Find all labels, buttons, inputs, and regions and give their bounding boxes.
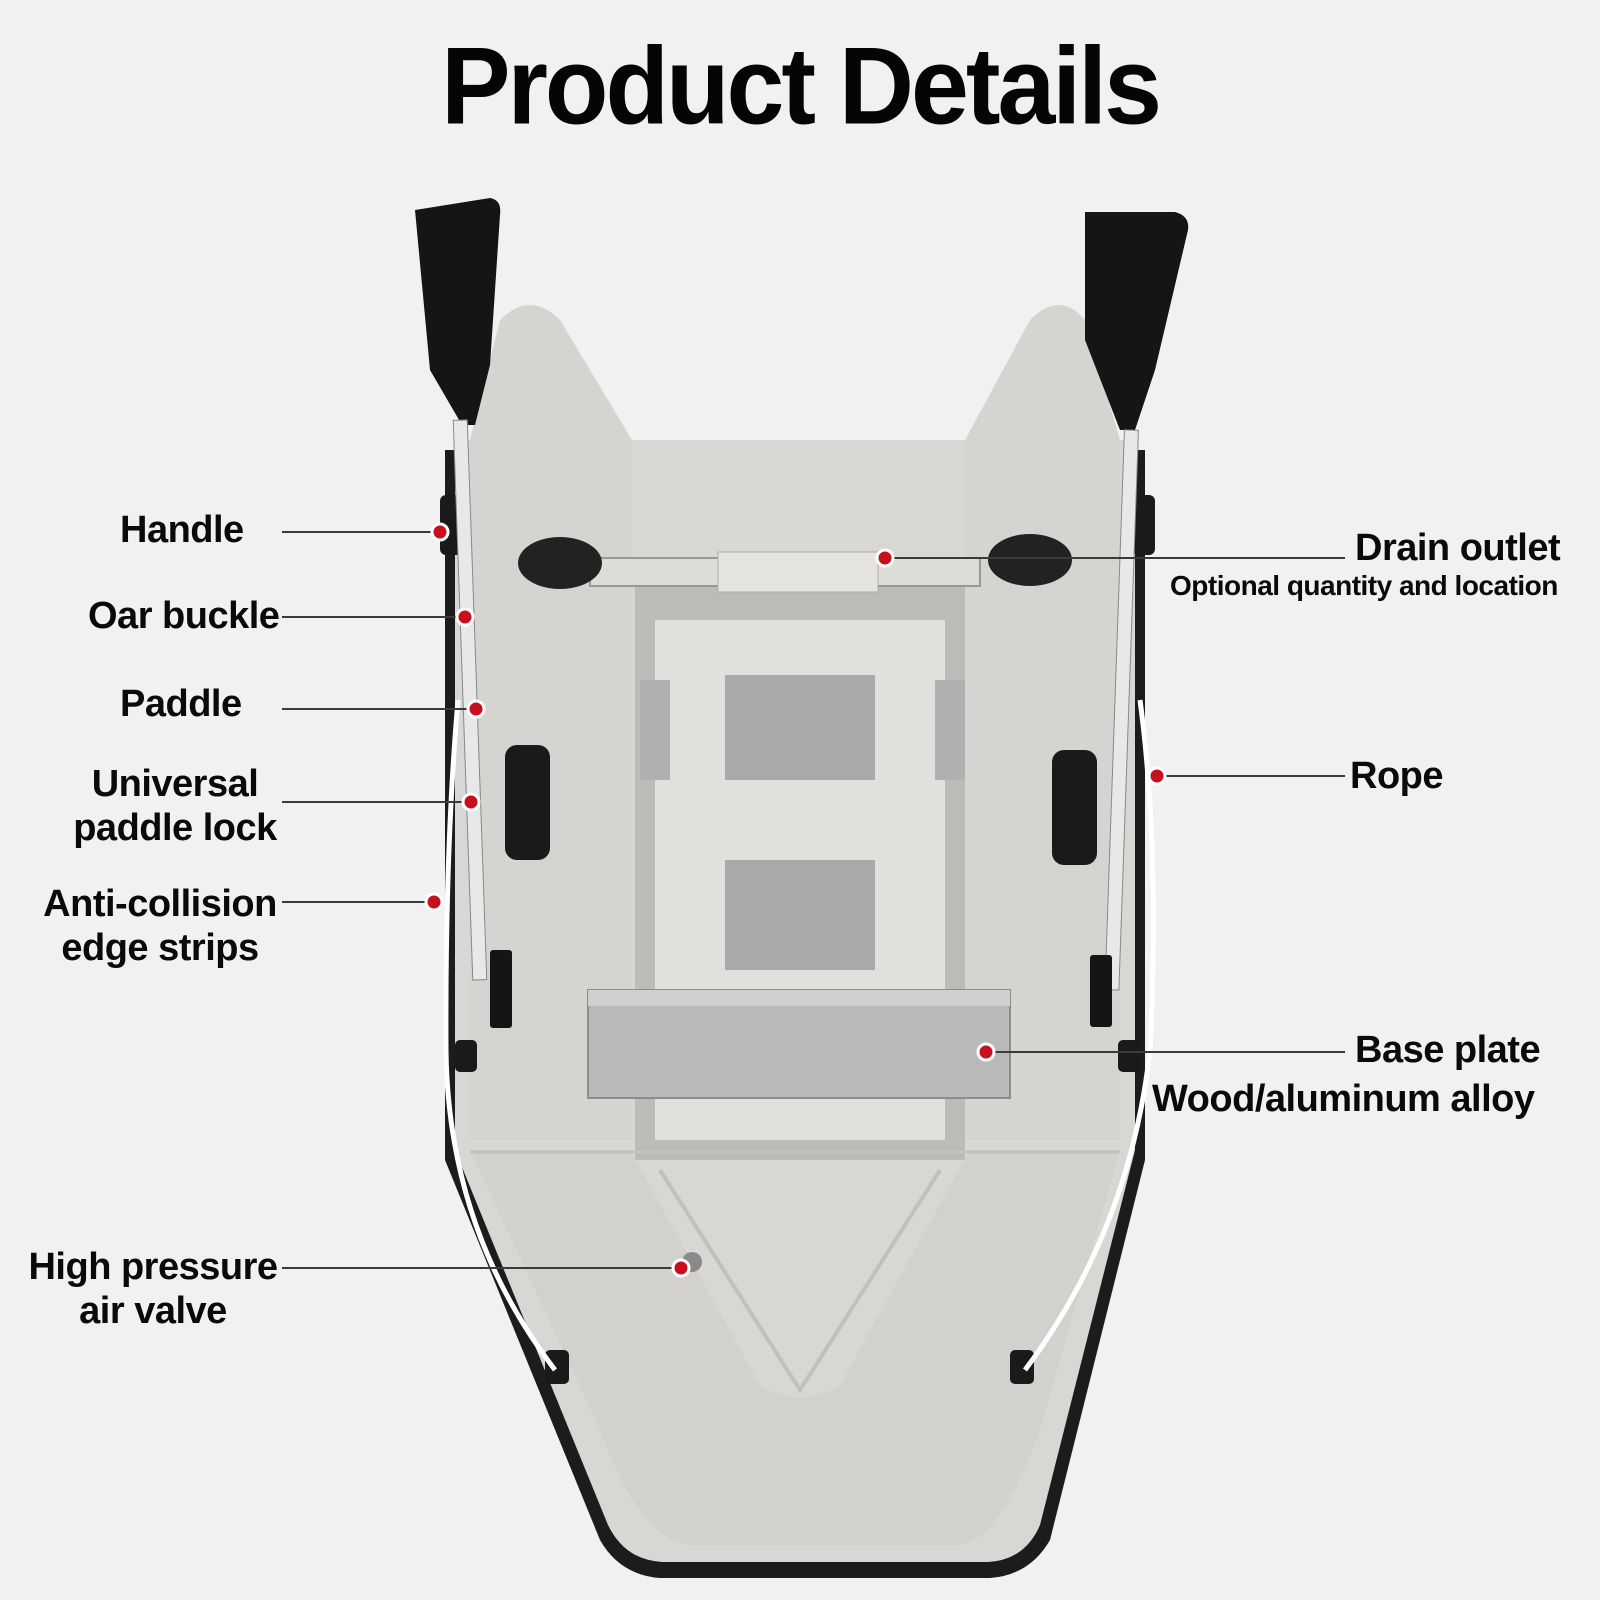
paddle-lock-label: Universal paddle lock bbox=[73, 763, 277, 849]
callout-marker-icon bbox=[430, 522, 450, 542]
left-rope bbox=[443, 699, 557, 1372]
drain-outlet-note: Optional quantity and location bbox=[1170, 570, 1558, 601]
callout-marker-icon bbox=[671, 1258, 691, 1278]
callout-marker-icon bbox=[461, 792, 481, 812]
callout-markers bbox=[424, 522, 1167, 1278]
oar-icon bbox=[1085, 212, 1189, 1027]
right-tube bbox=[965, 305, 1120, 1140]
paddle-label: Paddle bbox=[120, 683, 242, 725]
base-plate-note: Wood/aluminum alloy bbox=[1152, 1078, 1535, 1120]
callout-lines bbox=[282, 531, 1345, 1269]
callout-marker-icon bbox=[466, 699, 486, 719]
left-tube bbox=[470, 305, 632, 1140]
edge-strips-label: Anti-collision edge strips bbox=[43, 883, 277, 969]
callout-marker-icon bbox=[976, 1042, 996, 1062]
callout-marker-icon bbox=[1147, 766, 1167, 786]
oar-buckle-label: Oar buckle bbox=[88, 595, 280, 637]
bow-tube bbox=[470, 1150, 1120, 1545]
base-plate-shape bbox=[587, 989, 1011, 1099]
rope-label: Rope bbox=[1350, 755, 1444, 797]
left-oarlock bbox=[505, 745, 550, 860]
callout-marker-icon bbox=[875, 548, 895, 568]
page-title: Product Details bbox=[441, 26, 1162, 148]
base-plate-label: Base plate bbox=[1355, 1029, 1541, 1071]
air-valve-label: High pressure air valve bbox=[28, 1246, 278, 1332]
drain-outlet-label: Drain outlet bbox=[1355, 527, 1561, 569]
right-oarlock bbox=[1052, 750, 1097, 865]
callout-marker-icon bbox=[424, 892, 444, 912]
oar-icon bbox=[415, 198, 512, 1028]
callout-marker-icon bbox=[455, 607, 475, 627]
right-handle bbox=[1133, 495, 1155, 555]
handle-label: Handle bbox=[120, 509, 244, 551]
right-rope bbox=[1022, 699, 1156, 1372]
